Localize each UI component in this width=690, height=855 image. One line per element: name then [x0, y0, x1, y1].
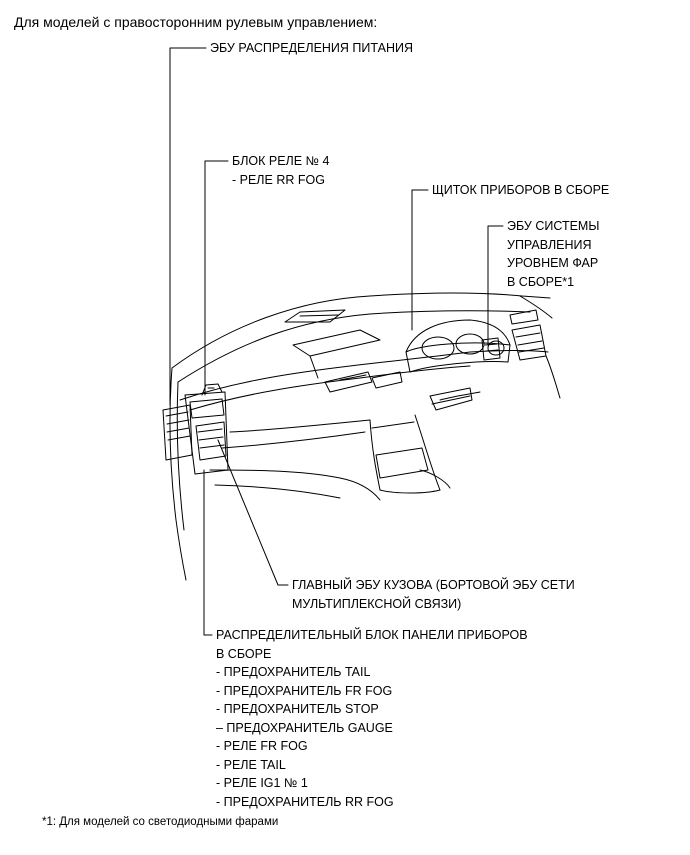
center-vents [324, 371, 373, 393]
headlight-ecu-line: В СБОРЕ*1 [507, 274, 575, 289]
junction-block-item: - ПРЕДОХРАНИТЕЛЬ FR FOG [216, 683, 393, 698]
page-header: Для моделей с правосторонним рулевым упр… [14, 14, 378, 30]
leader-main-body-ecu [217, 439, 289, 586]
main-body-ecu-line: ГЛАВНЫЙ ЭБУ КУЗОВА (БОРТОВОЙ ЭБУ СЕТИ [292, 578, 575, 592]
a-pillar [169, 367, 187, 581]
junction-block-item: - РЕЛЕ FR FOG [216, 739, 308, 753]
dash-top [179, 350, 549, 401]
junction-block-body [184, 383, 229, 475]
label-main-body-ecu: ГЛАВНЫЙ ЭБУ КУЗОВА (БОРТОВОЙ ЭБУ СЕТИ МУ… [292, 579, 575, 616]
leader-junction-block [203, 469, 213, 636]
center-stack [369, 419, 381, 491]
label-junction-block: РАСПРЕДЕЛИТЕЛЬНЫЙ БЛОК ПАНЕЛИ ПРИБОРОВ В… [216, 629, 528, 814]
leader-combination-meter [411, 189, 429, 331]
leader-power-dist-ecu [169, 47, 207, 406]
label-headlight-leveling-ecu: ЭБУ СИСТЕМЫ УПРАВЛЕНИЯ УРОВНЕМ ФАР В СБО… [507, 220, 599, 294]
leader-relay-block-4 [204, 160, 229, 396]
junction-block-item: - РЕЛЕ TAIL [216, 757, 286, 772]
headlight-ecu-line: УРОВНЕМ ФАР [507, 256, 599, 270]
junction-block-title-line: В СБОРЕ [216, 646, 272, 661]
headlight-leveling-ecu-box [481, 337, 501, 361]
junction-block-item: - ПРЕДОХРАНИТЕЛЬ RR FOG [216, 794, 394, 809]
headlight-ecu-line: УПРАВЛЕНИЯ [507, 237, 592, 252]
relay-block-4-item: - РЕЛЕ RR FOG [232, 172, 325, 187]
main-body-ecu-line: МУЛЬТИПЛЕКСНОЙ СВЯЗИ) [292, 596, 462, 611]
junction-block-item: - ПРЕДОХРАНИТЕЛЬ TAIL [216, 665, 371, 679]
junction-block-item: – ПРЕДОХРАНИТЕЛЬ GAUGE [216, 720, 393, 735]
footnote: *1: Для моделей со светодиодными фарами [42, 816, 279, 828]
junction-block-title-line: РАСПРЕДЕЛИТЕЛЬНЫЙ БЛОК ПАНЕЛИ ПРИБОРОВ [216, 628, 528, 642]
windshield-outline [171, 292, 551, 369]
label-combination-meter: ЩИТОК ПРИБОРОВ В СБОРЕ [432, 183, 610, 197]
cluster-hood [405, 319, 511, 353]
label-relay-block-4: БЛОК РЕЛЕ № 4 - РЕЛЕ RR FOG [232, 155, 329, 192]
lower-dash [229, 419, 371, 433]
defroster-vent [284, 309, 346, 323]
label-power-dist-ecu: ЭБУ РАСПРЕДЕЛЕНИЯ ПИТАНИЯ [210, 41, 413, 55]
leader-headlight-leveling-ecu [487, 225, 504, 346]
power-dist-ecu-box [162, 404, 193, 461]
right-vent [511, 324, 547, 361]
headlight-ecu-line: ЭБУ СИСТЕМЫ [507, 219, 600, 233]
junction-block-item: - ПРЕДОХРАНИТЕЛЬ STOP [216, 702, 379, 716]
junction-block-item: - РЕЛЕ IG1 № 1 [216, 776, 308, 790]
relay-block-4-title: БЛОК РЕЛЕ № 4 [232, 154, 330, 168]
